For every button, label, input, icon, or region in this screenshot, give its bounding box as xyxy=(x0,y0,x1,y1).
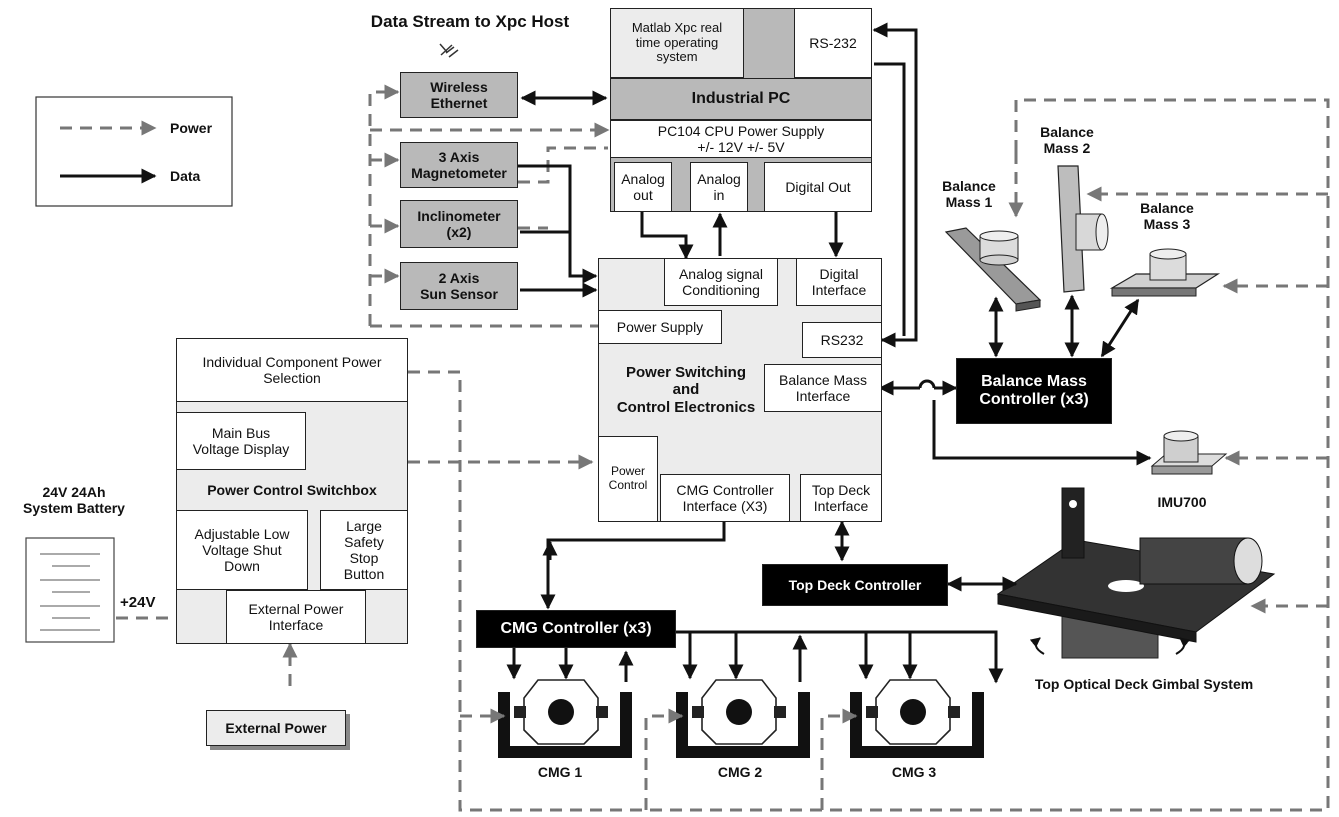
cmg-1-label: CMG 1 xyxy=(537,764,583,780)
cmg-3-label: CMG 3 xyxy=(891,764,937,780)
diagram-title: Data Stream to Xpc Host xyxy=(370,12,570,31)
power-control-box: Power Control xyxy=(598,436,658,522)
power-switching-title: Power Switching and Control Electronics xyxy=(616,364,756,416)
battery-label: 24V 24Ah System Battery xyxy=(23,484,125,517)
balance-mass-controller-box: Balance Mass Controller (x3) xyxy=(956,358,1112,424)
cmg-controller-box: CMG Controller (x3) xyxy=(476,610,676,648)
sun-sensor-box: 2 Axis Sun Sensor xyxy=(400,262,518,310)
cmg-1-graphic xyxy=(498,679,632,758)
switchbox-title: Power Control Switchbox xyxy=(207,482,377,498)
pc-rs232-port: RS-232 xyxy=(794,8,872,78)
pse-rs232-port: RS232 xyxy=(802,322,882,358)
legend-graphic xyxy=(35,96,233,207)
inclinometer-box: Inclinometer (x2) xyxy=(400,200,518,248)
digital-interface-box: Digital Interface xyxy=(796,258,882,306)
data-lines xyxy=(506,22,1152,684)
cmg-3-graphic xyxy=(850,679,984,758)
imu-label: IMU700 xyxy=(1157,494,1207,510)
balance-mass-interface-box: Balance Mass Interface xyxy=(764,364,882,412)
xpc-os-box: Matlab Xpc real time operating system xyxy=(610,8,744,78)
cmg-interface-box: CMG Controller Interface (X3) xyxy=(660,474,790,522)
pc-analog-out-port: Analog out xyxy=(614,162,672,212)
battery-icon xyxy=(25,537,115,643)
top-deck-controller-box: Top Deck Controller xyxy=(762,564,948,606)
industrial-pc-title: Industrial PC xyxy=(610,78,872,120)
cmg-2-graphic xyxy=(676,679,810,758)
safety-stop-button: Large Safety Stop Button xyxy=(320,510,408,590)
balance-mass-2-graphic xyxy=(1057,165,1109,293)
external-power-box: External Power xyxy=(206,710,346,746)
battery-voltage-label: +24V xyxy=(120,594,156,611)
magnetometer-box: 3 Axis Magnetometer xyxy=(400,142,518,188)
satellite-antenna-icon xyxy=(439,43,459,58)
pc-analog-in-port: Analog in xyxy=(690,162,748,212)
analog-signal-conditioning-box: Analog signal Conditioning xyxy=(664,258,778,306)
legend-power-label: Power xyxy=(170,120,213,136)
balance-mass-3-label: Balance Mass 3 xyxy=(1140,200,1194,233)
balance-mass-1-graphic xyxy=(944,227,1042,312)
component-power-selection-box: Individual Component Power Selection xyxy=(176,338,408,402)
balance-mass-3-graphic xyxy=(1109,248,1221,297)
pse-power-supply-box: Power Supply xyxy=(598,310,722,344)
main-bus-voltage-display: Main Bus Voltage Display xyxy=(176,412,306,470)
gimbal-graphic xyxy=(996,487,1276,659)
top-deck-interface-box: Top Deck Interface xyxy=(800,474,882,522)
gimbal-label: Top Optical Deck Gimbal System xyxy=(1034,676,1254,692)
cpu-power-supply-box: PC104 CPU Power Supply +/- 12V +/- 5V xyxy=(610,120,872,158)
legend-data-label: Data xyxy=(170,168,201,184)
balance-mass-1-label: Balance Mass 1 xyxy=(942,178,996,211)
balance-mass-2-label: Balance Mass 2 xyxy=(1040,124,1094,157)
cmg-2-label: CMG 2 xyxy=(717,764,763,780)
external-power-interface-box: External Power Interface xyxy=(226,590,366,644)
low-voltage-shutdown-box: Adjustable Low Voltage Shut Down xyxy=(176,510,308,590)
pc-digital-out-port: Digital Out xyxy=(764,162,872,212)
wireless-ethernet-box: Wireless Ethernet xyxy=(400,72,518,118)
imu-graphic xyxy=(1150,430,1228,475)
